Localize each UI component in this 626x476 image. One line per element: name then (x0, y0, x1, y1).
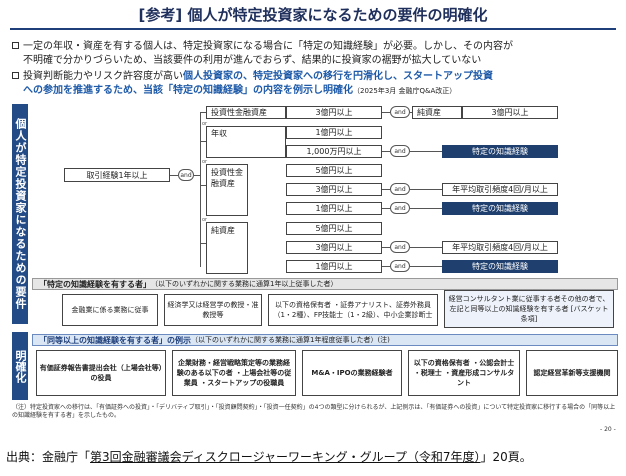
connector (382, 189, 390, 190)
sidebar-clarification: 明確化 (12, 332, 28, 400)
trading-experience-box: 取引経験1年以上 (64, 168, 170, 182)
title-divider (10, 28, 616, 30)
connector (382, 112, 390, 113)
or-label: or (202, 217, 208, 223)
connector (382, 151, 390, 152)
example-header-bold: 「同等以上の知識経験を有する者」の例示 (39, 335, 191, 345)
net-assets-value: 3億円以上 (462, 106, 558, 119)
annual-income-label: 年収 (206, 126, 286, 158)
knowledge-item-basket: 経営コンサルタント業に従事する者その他の者で、左記と同等以上の知識経験を有する者… (444, 290, 614, 328)
example-section-header: 「同等以上の知識経験を有する者」の例示（以下のいずれかに関する業務に通算1年程度… (32, 334, 618, 346)
connector (200, 112, 201, 267)
connector (170, 175, 178, 176)
connector (410, 151, 442, 152)
page-title: [参考] 個人が特定投資家になるための要件の明確化 (138, 6, 488, 24)
and-connector: and (390, 106, 410, 118)
net-tier-3: 1億円以上 (286, 260, 382, 273)
bullet-2-plain: 投資判断能力やリスク許容度が高い (23, 71, 183, 82)
connector (200, 112, 206, 113)
invest-tier-2: 3億円以上 (286, 183, 382, 196)
and-connector: and (390, 241, 410, 253)
bullet-2-note: （2025年3月 金融庁Q&A改正） (353, 87, 457, 95)
trading-frequency-box: 年平均取引頻度4回/月以上 (442, 241, 558, 254)
source-prefix: 出典：金融庁「 (6, 450, 91, 464)
knowledge-item-2: 経済学又は経営学の教授・准教授等 (164, 294, 262, 326)
net-assets-label: 純資産 (412, 106, 462, 119)
source-suffix: 」20頁。 (480, 450, 532, 464)
knowledge-item-3: 以下の資格保有者 ・証券アナリスト、証券外務員（1・2種）、FP技能士（1・2級… (268, 294, 438, 326)
connector (410, 189, 442, 190)
connector (382, 247, 390, 248)
example-item-3: M&A・IPOの業務経験者 (302, 350, 402, 396)
net-assets-tier-label: 純資産 (206, 222, 248, 274)
connector (200, 243, 206, 244)
example-item-2: 企業財務・経営戦略策定等の業務経験のある以下の者 ・上場会社等の従業員 ・スター… (172, 350, 296, 396)
bullet-2-blue: 個人投資家の、特定投資家への移行を円滑化し、スタートアップ投資 (183, 71, 493, 82)
invest-tier-3: 1億円以上 (286, 202, 382, 215)
sidebar-requirements: 個人が特定投資家になるための要件 (12, 104, 28, 324)
or-label: or (202, 121, 208, 127)
special-knowledge-badge: 特定の知識経験 (442, 202, 558, 215)
connector (410, 266, 442, 267)
square-bullet-icon (12, 72, 19, 79)
example-item-5: 認定経営革新等支援機関 (526, 350, 618, 396)
knowledge-section-header: 「特定の知識経験を有する者」（以下のいずれかに関する業務に通算1年以上従事した者… (32, 278, 618, 290)
special-knowledge-badge: 特定の知識経験 (442, 145, 558, 158)
example-header-rest: （以下のいずれかに関する業務に通算1年程度従事した者）(注) (191, 336, 390, 344)
invest-fin-assets-label: 投資性金融資産 (206, 164, 248, 216)
net-tier-2: 3億円以上 (286, 241, 382, 254)
connector (382, 208, 390, 209)
connector (200, 141, 206, 142)
and-connector: and (390, 202, 410, 214)
and-connector: and (178, 169, 194, 181)
income-value-1: 1億円以上 (286, 126, 382, 139)
invest-tier-1: 5億円以上 (286, 164, 382, 177)
investment-assets-label: 投資性金融資産 (206, 106, 286, 119)
connector (410, 208, 442, 209)
and-connector: and (390, 183, 410, 195)
slide: [参考] 個人が特定投資家になるための要件の明確化 一定の年収・資産を有する個人… (2, 0, 624, 438)
and-connector: and (390, 260, 410, 272)
bullet-1: 一定の年収・資産を有する個人は、特定投資家になる場合に「特定の知識経験」が必要。… (12, 40, 620, 68)
income-value-2: 1,000万円以上 (286, 145, 382, 158)
bullet-1-line2: 不明確で分かりづらいため、当該要件の利用が進んでおらず、結果的に投資家の裾野が拡… (23, 55, 482, 66)
and-connector: and (390, 145, 410, 157)
connector (410, 247, 442, 248)
knowledge-item-1: 金融業に係る業務に従事 (62, 294, 158, 326)
footnote: （注）特定投資家への移行は、「有価証券への投資」・「デリバティブ取引」・「投資顧… (12, 404, 616, 419)
example-item-4: 以下の資格保有者 ・公認会計士 ・税理士 ・資産形成コンサルタント (408, 350, 520, 396)
investment-assets-value: 3億円以上 (286, 106, 382, 119)
square-bullet-icon (12, 42, 19, 49)
or-label: or (202, 159, 208, 165)
trading-frequency-box: 年平均取引頻度4回/月以上 (442, 183, 558, 196)
net-tier-1: 5億円以上 (286, 222, 382, 235)
bullet-2: 投資判断能力やリスク許容度が高い個人投資家の、特定投資家への移行を円滑化し、スタ… (12, 70, 620, 98)
connector (382, 266, 390, 267)
connector (200, 185, 206, 186)
source-citation: 出典：金融庁「第3回金融審議会ディスクロージャーワーキング・グループ（令和7年度… (6, 448, 532, 465)
bullet-1-line1: 一定の年収・資産を有する個人は、特定投資家になる場合に「特定の知識経験」が必要。… (23, 41, 513, 52)
source-link[interactable]: 第3回金融審議会ディスクロージャーワーキング・グループ（令和7年度） (90, 450, 481, 464)
knowledge-header-rest: （以下のいずれかに関する業務に通算1年以上従事した者） (151, 280, 338, 288)
example-item-1: 有価証券報告書提出会社（上場会社等）の役員 (36, 350, 166, 396)
connector (194, 175, 200, 176)
page-number: - 20 - (600, 426, 616, 433)
knowledge-header-bold: 「特定の知識経験を有する者」 (39, 279, 151, 289)
special-knowledge-badge: 特定の知識経験 (442, 260, 558, 273)
bullet-2-blue-2: への参加を推進するため、当該「特定の知識経験」の内容を例示し明確化 (23, 85, 353, 96)
